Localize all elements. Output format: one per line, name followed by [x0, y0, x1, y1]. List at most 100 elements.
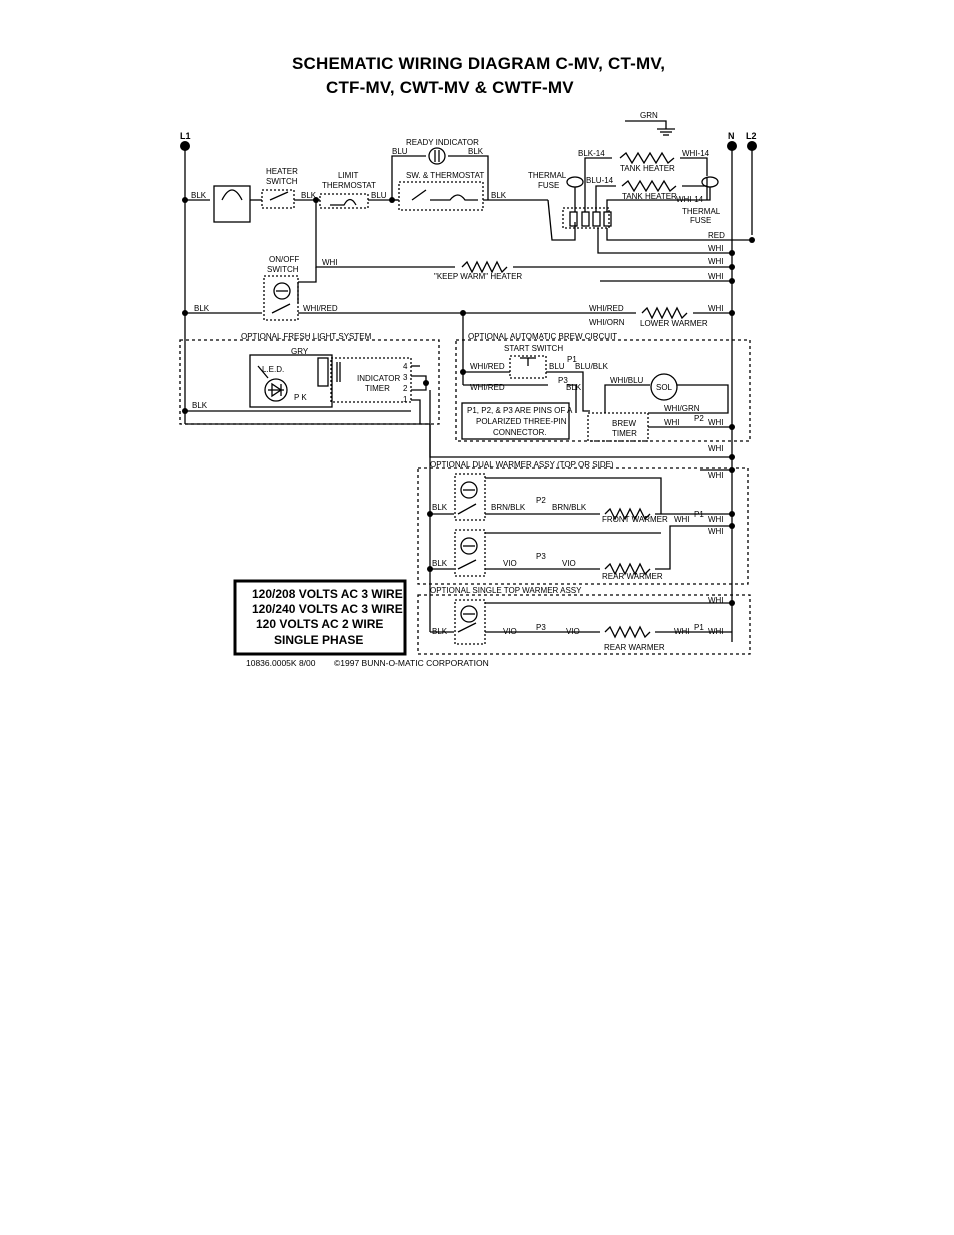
indicator-timer-label-2: TIMER — [365, 384, 390, 393]
wire-blk-sw: BLK — [491, 191, 507, 200]
led-label: L.E.D. — [262, 365, 284, 374]
single-warmer-section-label: OPTIONAL SINGLE TOP WARMER ASSY — [430, 586, 582, 595]
wire-whigrn: WHI/GRN — [664, 404, 700, 413]
timer-terminal-4: 4 — [403, 362, 408, 371]
pin-p3-brew: P3 — [558, 376, 568, 385]
rear-warmer-dual-label: REAR WARMER — [602, 572, 663, 581]
wire-blu-thermo: BLU — [371, 191, 387, 200]
wire-vio-single2: VIO — [566, 627, 580, 636]
wire-blk-heater: BLK — [301, 191, 317, 200]
wire-vio-dual2: VIO — [562, 559, 576, 568]
pin-p3-rear: P3 — [536, 552, 546, 561]
rear-warmer-single-label: REAR WARMER — [604, 643, 665, 652]
wire-whi-brew: WHI — [664, 418, 680, 427]
wire-blk-single: BLK — [432, 627, 448, 636]
voltage-line1: 120/208 VOLTS AC 3 WIRE — [252, 587, 403, 601]
wire-whi-single-rail: WHI — [708, 627, 724, 636]
wire-whi-front: WHI — [674, 515, 690, 524]
wire-blu14: BLU-14 — [586, 176, 614, 185]
pins-note-line2: POLARIZED THREE-PIN — [476, 417, 567, 426]
timer-terminal-1: 1 — [403, 395, 408, 404]
sw-thermostat-label: SW. & THERMOSTAT — [406, 171, 484, 180]
heater-switch-label-2: SWITCH — [266, 177, 298, 186]
wire-whi-single: WHI — [674, 627, 690, 636]
tank-heater-top-label: TANK HEATER — [620, 164, 675, 173]
wire-whi14-bottom: WHI-14 — [676, 195, 704, 204]
thermal-fuse-left-label-2: FUSE — [538, 181, 559, 190]
thermal-fuse-right-label-2: FUSE — [690, 216, 711, 225]
wire-whiblu: WHI/BLU — [610, 376, 644, 385]
footer-copyright: ©1997 BUNN-O-MATIC CORPORATION — [334, 658, 489, 668]
wire-blu-brew: BLU — [549, 362, 565, 371]
n-label: N — [728, 131, 735, 141]
wire-whi-single-top: WHI — [708, 596, 724, 605]
on-off-switch-label-2: SWITCH — [267, 265, 299, 274]
wire-whi-keepwarm: WHI — [322, 258, 338, 267]
wire-whi-2: WHI — [708, 257, 724, 266]
wire-whi-brew-rail: WHI — [708, 418, 724, 427]
thermal-fuse-right-label-1: THERMAL — [682, 207, 721, 216]
tank-heater-bottom-label: TANK HEATER — [622, 192, 677, 201]
fresh-light-section-label: OPTIONAL FRESH LIGHT SYSTEM — [241, 332, 372, 341]
pins-note-line1: P1, P2, & P3 ARE PINS OF A — [467, 406, 573, 415]
indicator-timer-label-1: INDICATOR — [357, 374, 400, 383]
pins-note-line3: CONNECTOR. — [493, 428, 547, 437]
voltage-line2: 120/240 VOLTS AC 3 WIRE — [252, 602, 403, 616]
pin-p2-front: P2 — [536, 496, 546, 505]
wire-whired-onoff: WHI/RED — [303, 304, 338, 313]
wire-blk-onoff: BLK — [194, 304, 210, 313]
wire-whi-rear-rail: WHI — [708, 527, 724, 536]
wire-blk-indicator: BLK — [468, 147, 484, 156]
wire-brnblk-2: BRN/BLK — [552, 503, 587, 512]
wire-vio-single1: VIO — [503, 627, 517, 636]
wire-whi-1: WHI — [708, 244, 724, 253]
wire-whi-lower: WHI — [708, 304, 724, 313]
start-switch-label: START SWITCH — [504, 344, 563, 353]
sol-label: SOL — [656, 383, 673, 392]
pin-p1-front: P1 — [694, 510, 704, 519]
pin-p2-brew: P2 — [694, 414, 704, 423]
on-off-switch-label-1: ON/OFF — [269, 255, 299, 264]
wire-whi-3: WHI — [708, 272, 724, 281]
wire-whired-brew: WHI/RED — [470, 362, 505, 371]
brew-timer-label-2: TIMER — [612, 429, 637, 438]
ground-label: GRN — [640, 111, 658, 120]
wire-whired-brew2: WHI/RED — [470, 383, 505, 392]
wire-pk: P K — [294, 393, 307, 402]
wire-gry: GRY — [291, 347, 309, 356]
dual-warmer-section-label: OPTIONAL DUAL WARMER ASSY (TOP OR SIDE) — [430, 460, 614, 469]
timer-terminal-2: 2 — [403, 384, 408, 393]
ready-indicator-label: READY INDICATOR — [406, 138, 479, 147]
footer-code: 10836.0005K 8/00 — [246, 658, 316, 668]
lower-warmer-label: LOWER WARMER — [640, 319, 708, 328]
pin-p1-single: P1 — [694, 623, 704, 632]
brew-circuit-section-label: OPTIONAL AUTOMATIC BREW CIRCUIT — [468, 332, 617, 341]
wire-blk-dual2: BLK — [432, 559, 448, 568]
wire-whired-lower: WHI/RED — [589, 304, 624, 313]
l1-label: L1 — [180, 131, 191, 141]
wire-blk-brew: BLK — [566, 383, 582, 392]
wire-blu-indicator: BLU — [392, 147, 408, 156]
wire-vio-dual1: VIO — [503, 559, 517, 568]
brew-timer-label-1: BREW — [612, 419, 636, 428]
diagram-title-line1: SCHEMATIC WIRING DIAGRAM C-MV, CT-MV, — [292, 54, 666, 73]
l2-label: L2 — [746, 131, 757, 141]
voltage-line4: SINGLE PHASE — [274, 633, 363, 647]
thermal-fuse-left-label-1: THERMAL — [528, 171, 567, 180]
front-warmer-label: FRONT WARMER — [602, 515, 668, 524]
keep-warm-heater-label: "KEEP WARM" HEATER — [434, 272, 522, 281]
pin-p3-single: P3 — [536, 623, 546, 632]
heater-switch-label-1: HEATER — [266, 167, 298, 176]
wire-blublk: BLU/BLK — [575, 362, 609, 371]
limit-thermostat-label-2: THERMOSTAT — [322, 181, 376, 190]
wire-whi-front-rail: WHI — [708, 515, 724, 524]
voltage-line3: 120 VOLTS AC 2 WIRE — [256, 617, 383, 631]
wire-blk-dual1: BLK — [432, 503, 448, 512]
timer-terminal-3: 3 — [403, 373, 408, 382]
wire-whi-dual-top: WHI — [708, 444, 724, 453]
wire-red: RED — [708, 231, 725, 240]
wire-blk14: BLK-14 — [578, 149, 605, 158]
wire-whi14-top: WHI-14 — [682, 149, 710, 158]
pin-p1-brew: P1 — [567, 355, 577, 364]
